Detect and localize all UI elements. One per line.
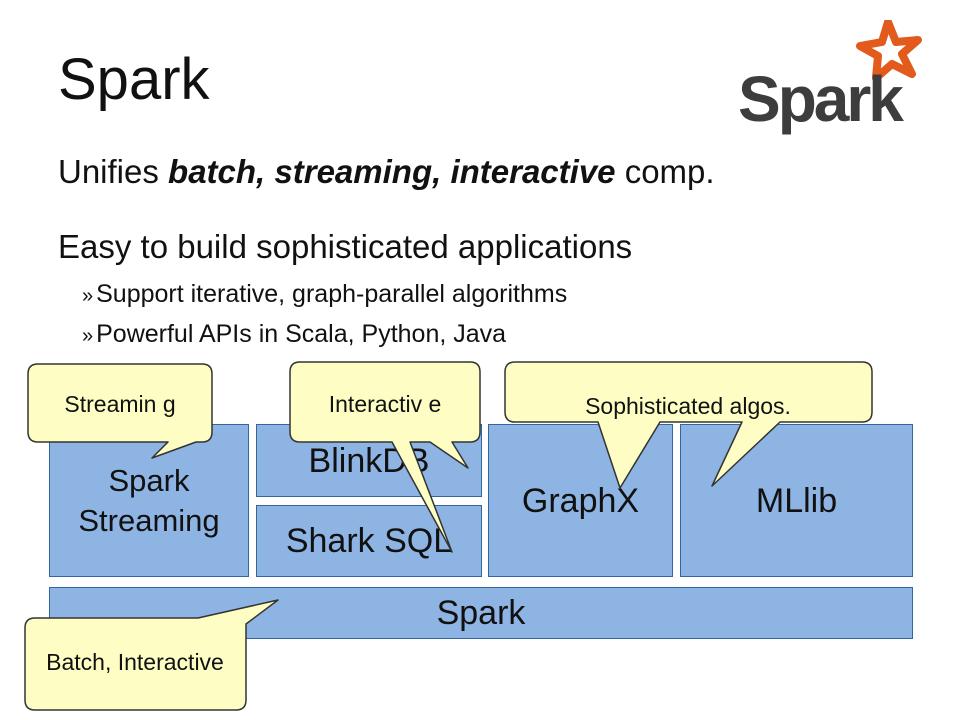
bullet-easy-to-build: Easy to build sophisticated applications bbox=[58, 228, 633, 265]
sub-bullet-marker: » bbox=[82, 285, 94, 307]
mllib-box: MLlib bbox=[680, 424, 913, 577]
bullet-unifies-pre: Unifies bbox=[58, 153, 169, 190]
callout-interactive-text: Interactiv e bbox=[328, 391, 442, 417]
bullet-unifies-post: comp. bbox=[615, 153, 715, 190]
callout-batch-bubble bbox=[24, 599, 279, 711]
callout-sophisticated-bubble bbox=[504, 361, 873, 489]
shark-sql-box: Shark SQL bbox=[256, 505, 482, 577]
bullet-unifies: Unifies batch, streaming, interactive co… bbox=[58, 150, 715, 194]
callout-sophisticated-text: Sophisticated algos. bbox=[585, 393, 791, 419]
spark-logo: Spark bbox=[738, 20, 928, 140]
sub-bullet-iterative: »Support iterative, graph-parallel algor… bbox=[82, 277, 567, 313]
spark-logo-text: Spark bbox=[738, 63, 904, 135]
sub-bullet-text: Powerful APIs in Scala, Python, Java bbox=[96, 320, 507, 348]
sub-bullet-marker: » bbox=[82, 325, 94, 347]
sub-bullet-text: Support iterative, graph-parallel algori… bbox=[96, 280, 568, 308]
callout-streaming-text: Streamin g bbox=[64, 391, 176, 417]
bullet-unifies-emph: batch, streaming, interactive bbox=[168, 153, 616, 190]
callout-batch-text: Batch, Interactive bbox=[46, 649, 224, 675]
callout-streaming-bubble bbox=[27, 363, 213, 459]
page-title: Spark bbox=[58, 47, 210, 112]
spark-star-icon bbox=[856, 20, 922, 82]
sub-bullet-apis: »Powerful APIs in Scala, Python, Java bbox=[82, 317, 506, 353]
callout-interactive-bubble bbox=[289, 361, 481, 553]
